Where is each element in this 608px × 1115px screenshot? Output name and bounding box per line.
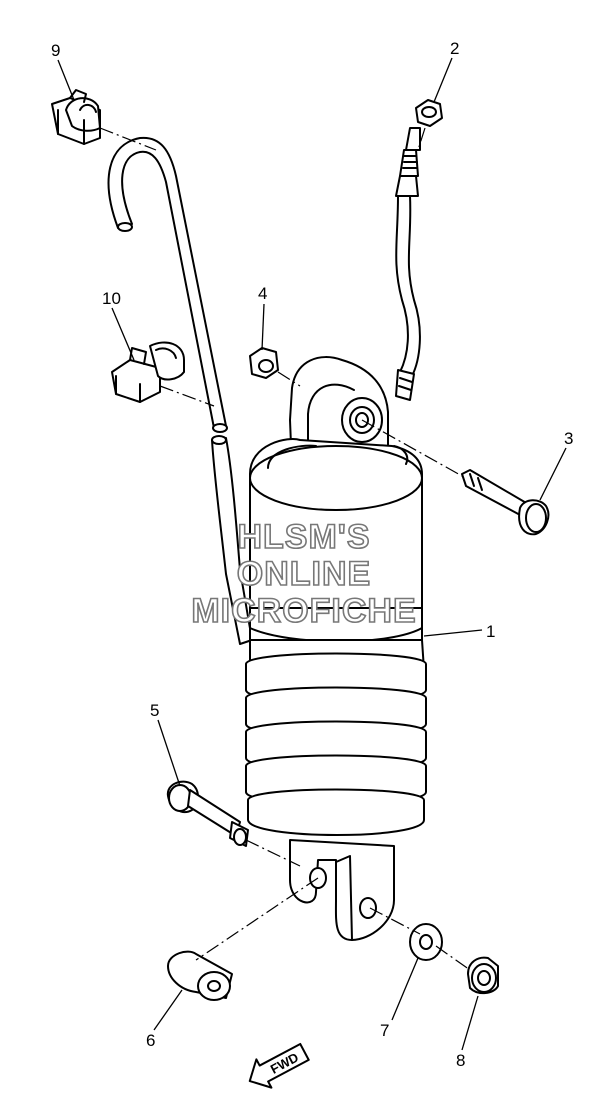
callout-3: 3 <box>564 429 573 448</box>
breather-hose <box>107 136 253 645</box>
part-2-nut <box>415 99 443 127</box>
callout-9: 9 <box>51 41 60 60</box>
watermark-line-3: MICROFICHE <box>191 592 416 630</box>
watermark-line-2: ONLINE <box>237 555 371 593</box>
part-7-washer <box>409 923 443 961</box>
callout-4: 4 <box>258 284 267 303</box>
part-8-nut <box>467 956 499 994</box>
watermark-line-1: HLSM'S <box>237 518 370 556</box>
callout-5: 5 <box>150 701 159 720</box>
part-9-hose-clip <box>51 89 101 145</box>
part-10-hose-clamp <box>111 341 185 403</box>
assembly-centerlines <box>99 127 471 971</box>
callout-6: 6 <box>146 1031 155 1050</box>
part-3-bolt <box>461 469 550 536</box>
callout-1: 1 <box>486 622 495 641</box>
callout-labels: 1 2 3 4 5 6 7 8 9 10 <box>51 39 573 1070</box>
part-4-collar <box>249 347 279 379</box>
leader-lines <box>57 57 567 1051</box>
part-1-shock-absorber <box>245 356 427 941</box>
arrow-left-icon <box>248 1042 310 1089</box>
part-6-collar <box>167 950 233 1001</box>
callout-8: 8 <box>456 1051 465 1070</box>
watermark: HLSM'S ONLINE MICROFICHE <box>191 517 417 631</box>
callout-2: 2 <box>450 39 459 58</box>
callout-10: 10 <box>102 289 121 308</box>
reservoir-hose <box>395 127 421 401</box>
part-5-bolt <box>166 780 249 847</box>
callout-7: 7 <box>380 1021 389 1040</box>
forward-direction-arrow: FWD <box>248 1042 310 1089</box>
